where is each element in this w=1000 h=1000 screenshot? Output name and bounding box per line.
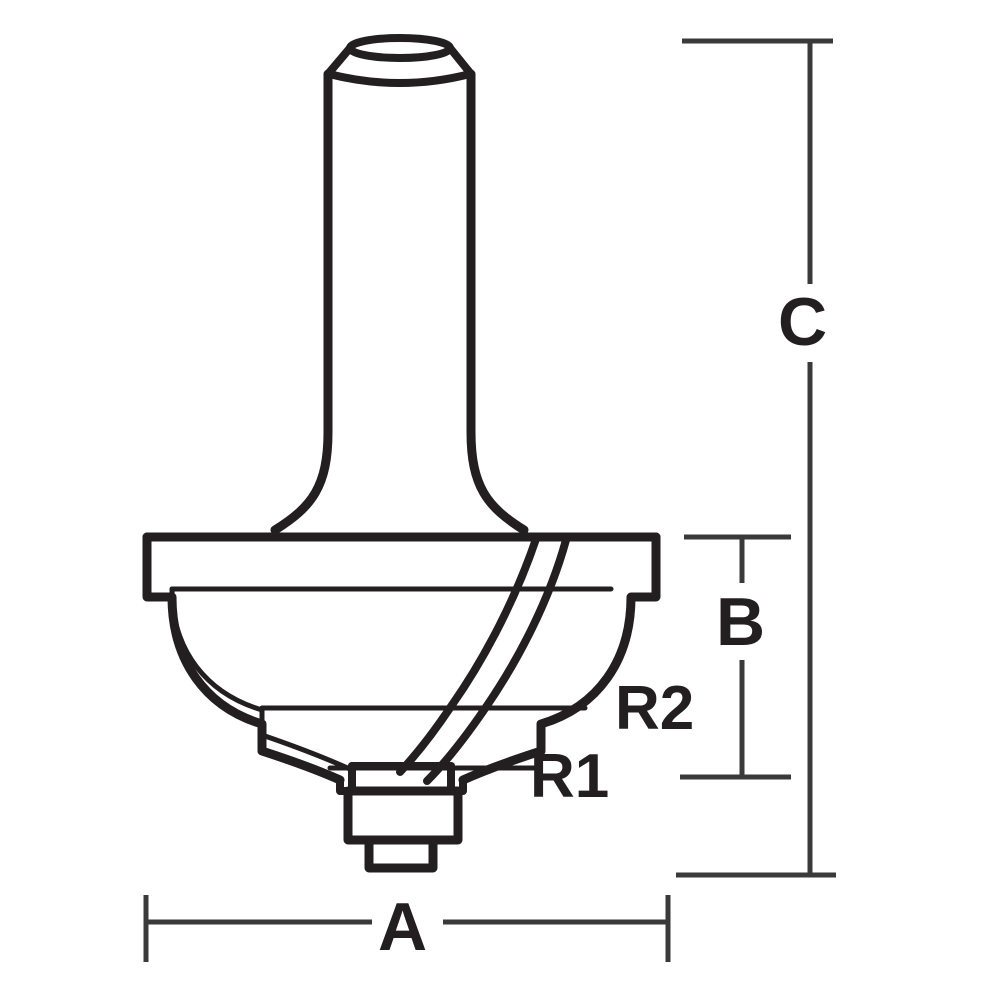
shank-chamfer-right — [446, 44, 475, 78]
cutter-interior-lines — [169, 586, 614, 773]
dimension-label-b: B — [716, 584, 766, 660]
dimension-C — [676, 38, 836, 878]
router-bit-geometry — [142, 34, 661, 873]
bearing-outer-race — [343, 786, 463, 845]
dimension-A — [143, 895, 671, 962]
screw-head — [364, 835, 438, 873]
ogee-sweep-inner — [423, 536, 570, 785]
dimension-B — [680, 534, 791, 780]
shank-wall-right — [466, 69, 529, 535]
pilot-bearing — [343, 786, 463, 845]
ogee-sweep-outer — [396, 535, 540, 776]
shank-shaft — [270, 69, 529, 535]
dimension-lines — [143, 38, 836, 962]
shank-top-inner-arc — [325, 70, 474, 87]
shank-top-ellipse — [346, 34, 454, 62]
shank-chamfer-left — [324, 44, 354, 78]
dimension-label-c: C — [778, 284, 828, 360]
shank-wall-left — [270, 69, 333, 535]
cutter-left-profile — [142, 532, 345, 785]
radius-label-r1: R1 — [530, 742, 610, 811]
radius-label-r2: R2 — [615, 674, 695, 743]
dimension-label-a: A — [378, 889, 428, 965]
bearing-screw — [364, 835, 438, 873]
shank-top — [324, 34, 475, 87]
cutting-edge-left — [169, 586, 355, 773]
ogee-face-curve — [396, 535, 570, 785]
